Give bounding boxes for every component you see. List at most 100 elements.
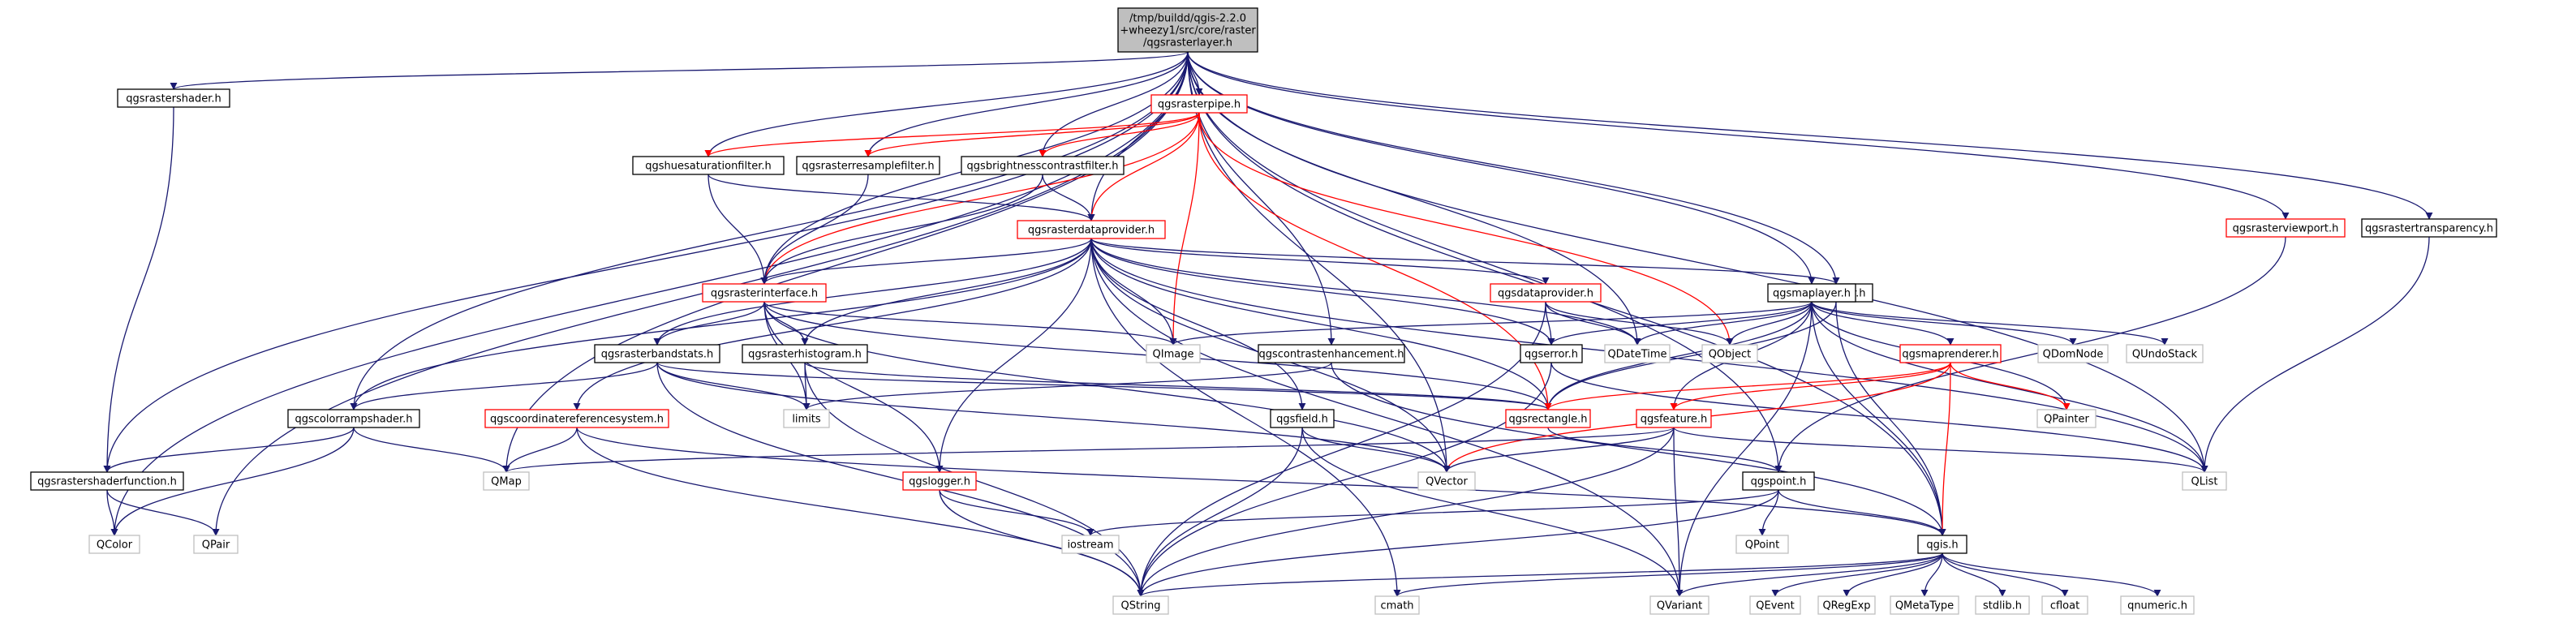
node-box <box>2182 471 2227 491</box>
edge-qgsrasterdataprovider-to-qgslogger <box>935 238 1092 473</box>
node-qgsrasterbandstats[interactable]: qgsrasterbandstats.h <box>594 344 720 363</box>
node-box <box>1150 94 1248 114</box>
edge-qgsrasterdataprovider-to-qgsrectangle <box>1090 238 1552 410</box>
node-qgscrs[interactable]: qgscoordinatereferencesystem.h <box>484 409 669 428</box>
node-label: qgshuesaturationfilter.h <box>645 161 771 173</box>
node-cmath: cmath <box>1374 595 1420 615</box>
node-qgsrastershader[interactable]: qgsrastershader.h <box>117 88 230 108</box>
node-label: stdlib.h <box>1983 600 2022 612</box>
edge-qgscrs-to-qgis <box>576 427 1946 536</box>
node-qgsmaplayer[interactable]: qgsmaplayer.h <box>1767 283 1856 303</box>
node-QObject: QObject <box>1701 344 1758 363</box>
node-box <box>2036 409 2096 428</box>
edge-qgsrasterpipe-to-QImage <box>1169 112 1200 346</box>
edge-qgsmaplayer-to-QList <box>1811 301 2208 473</box>
edge-qgsfield-to-QString <box>1137 427 1303 597</box>
node-box <box>1112 595 1169 615</box>
node-box <box>1975 595 2030 615</box>
node-label: qgslogger.h <box>909 476 970 488</box>
edge-qgis-to-QEvent <box>1771 552 1943 597</box>
node-qgslogger[interactable]: qgslogger.h <box>902 471 977 491</box>
node-label: QImage <box>1153 349 1194 361</box>
node-box <box>2041 595 2088 615</box>
node-qgsrasterdataprovider[interactable]: qgsrasterdataprovider.h <box>1017 220 1166 239</box>
node-qgserror[interactable]: qgserror.h <box>1520 344 1583 363</box>
edge-qgshuesat-to-qgsrasterinterface <box>707 174 768 285</box>
node-QColor: QColor <box>88 535 140 554</box>
node-box <box>2126 344 2204 363</box>
node-qgsrasterinterface[interactable]: qgsrasterinterface.h <box>702 283 827 303</box>
node-qgscolorrampshader[interactable]: qgscolorrampshader.h <box>287 409 420 428</box>
edge-qgis-to-cfloat <box>1942 552 2069 597</box>
node-box <box>117 88 230 108</box>
node-qgsshaderfunction[interactable]: qgsrastershaderfunction.h <box>30 471 184 491</box>
edge-qgsfield-to-QVector <box>1301 427 1451 473</box>
node-QImage: QImage <box>1146 344 1201 363</box>
edge-root-to-QPair <box>212 51 1189 536</box>
edge-qgsrastershader-to-qgsshaderfunction <box>103 106 174 473</box>
node-qgsresample[interactable]: qgsrasterresamplefilter.h <box>796 156 940 175</box>
node-label: qgsrastershader.h <box>126 93 221 105</box>
edge-qgscolorrampshader-to-QMap <box>353 427 510 473</box>
edge-qgsrasterinterface-to-QVector <box>763 301 1451 473</box>
node-qgsbright[interactable]: qgsbrightnesscontrastfilter.h <box>961 156 1125 175</box>
edge-qgsrasterhistogram-to-qgsrectangle <box>804 362 1552 410</box>
node-qgsdataprovider[interactable]: qgsdataprovider.h <box>1490 283 1602 303</box>
node-box <box>702 283 827 303</box>
edge-qgsmaplayer-to-QDomNode <box>1811 301 2077 346</box>
edge-qgsrasterpipe-to-qgsbright <box>1039 112 1200 157</box>
node-box <box>961 156 1125 175</box>
node-label: QPair <box>202 539 230 552</box>
edge-qgscrs-to-QString <box>576 427 1145 597</box>
edge-root-to-QVector <box>1187 51 1451 473</box>
node-box <box>1490 283 1602 303</box>
node-box <box>1374 595 1420 615</box>
node-iostream: iostream <box>1061 535 1120 554</box>
node-box <box>742 344 868 363</box>
edge-qgis-to-QMetaType <box>1920 552 1943 597</box>
node-label: qgsrasterinterface.h <box>711 288 818 300</box>
edge-qgsrasterdataprovider-to-qgscolorrampshader <box>350 238 1092 410</box>
edge-qgsfeature-to-QMap <box>502 427 1675 473</box>
node-QPoint: QPoint <box>1735 535 1789 554</box>
node-box <box>632 156 785 175</box>
edge-qgsmaprenderer-to-qgis <box>1938 362 1951 536</box>
edge-qgis-to-QRegExp <box>1843 552 1943 597</box>
node-qgsrastertransparency[interactable]: qgsrastertransparency.h <box>2361 218 2497 238</box>
node-stdlib: stdlib.h <box>1975 595 2030 615</box>
node-label: qgsrastershaderfunction.h <box>37 476 177 488</box>
node-qgsfeature[interactable]: qgsfeature.h <box>1636 409 1712 428</box>
node-label: qgsrasterviewport.h <box>2233 223 2339 235</box>
node-qgsfield[interactable]: qgsfield.h <box>1270 409 1335 428</box>
node-qgsrasterviewport[interactable]: qgsrasterviewport.h <box>2226 218 2346 238</box>
node-qgspoint[interactable]: qgspoint.h <box>1742 471 1815 491</box>
node-label: QObject <box>1709 349 1752 361</box>
node-limits: limits <box>783 409 830 428</box>
node-label: qgsrasterhistogram.h <box>748 349 862 361</box>
node-qgshuesat[interactable]: qgshuesaturationfilter.h <box>632 156 785 175</box>
node-box <box>30 471 184 491</box>
node-qgis[interactable]: qgis.h <box>1917 535 1967 554</box>
edge-qgsmaplayer-to-QImage <box>1169 301 1813 346</box>
node-qgsrectangle[interactable]: qgsrectangle.h <box>1505 409 1591 428</box>
node-qgsmaprenderer[interactable]: qgsmaprenderer.h <box>1899 344 2002 363</box>
node-box <box>783 409 830 428</box>
edge-qgsmaplayer-to-QDateTime <box>1633 301 1813 346</box>
edge-qgspoint-to-QString <box>1137 489 1779 597</box>
node-qgsrasterpipe[interactable]: qgsrasterpipe.h <box>1150 94 1248 114</box>
edge-qgsmaplayer-to-qgserror <box>1547 301 1813 346</box>
node-label: QUndoStack <box>2132 349 2198 361</box>
node-label: +wheezy1/src/core/raster <box>1120 25 1256 37</box>
edge-qgsmaplayer-to-qgsmaprenderer <box>1811 301 1955 346</box>
edge-qgis-to-qnumeric <box>1942 552 2161 597</box>
node-label: QEvent <box>1756 600 1794 612</box>
edge-root-to-qgsrastertransparency <box>1187 51 2433 220</box>
node-QPair: QPair <box>193 535 239 554</box>
node-qgscontrast[interactable]: qgscontrastenhancement.h <box>1258 344 1405 363</box>
node-qgsrasterhistogram[interactable]: qgsrasterhistogram.h <box>742 344 868 363</box>
edge-qgsrasterdataprovider-to-qgsrasterbandstats <box>653 238 1092 346</box>
edge-qgsrasterdataprovider-to-qgsraster <box>1090 238 1840 285</box>
node-root[interactable]: /tmp/buildd/qgis-2.2.0+wheezy1/src/core/… <box>1117 7 1258 53</box>
node-label: /tmp/buildd/qgis-2.2.0 <box>1129 13 1246 25</box>
node-cfloat: cfloat <box>2041 595 2088 615</box>
